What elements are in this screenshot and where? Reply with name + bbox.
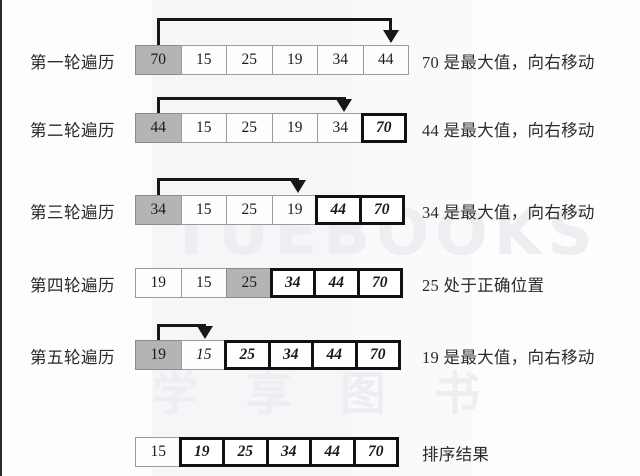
arrow-horizontal-segment [156,18,393,21]
array-cell: 25 [226,195,273,225]
arrow-descent-segment [389,18,393,30]
array-cell: 19 [135,340,182,370]
arrow-horizontal-segment [156,97,346,100]
pass-row-note: 44 是最大值，向右移动 [422,121,595,140]
array-cell: 34 [267,340,314,370]
array-cell: 19 [271,45,318,75]
array-cell: 70 [360,113,407,143]
pass-row-note: 70 是最大值，向右移动 [422,53,595,72]
array-cell: 15 [180,268,227,298]
arrowhead-icon [196,326,213,339]
array-cell: 44 [311,340,358,370]
array-cell: 34 [135,195,182,225]
arrowhead-icon [336,99,353,112]
pass-row-label: 第三轮遍历 [30,203,115,222]
array-cell: 70 [356,268,403,298]
array-cell: 25 [226,268,273,298]
array-cell: 70 [358,195,405,225]
array-cell: 34 [269,268,316,298]
arrowhead-icon [289,180,306,193]
arrowhead-icon [382,30,399,43]
array-cell: 70 [135,45,182,75]
array-cell: 44 [135,113,182,143]
array-cell: 25 [226,113,273,143]
array-cell: 25 [222,437,269,467]
pass-row-note: 排序结果 [422,445,490,464]
array-cell: 19 [178,437,225,467]
array-cell: 15 [180,340,227,370]
arrow-tail-segment [156,97,160,113]
array-cell: 25 [224,340,271,370]
arrow-tail-segment [156,324,160,340]
array-cell: 44 [313,268,360,298]
array-cell: 44 [315,195,362,225]
array-cell: 44 [309,437,356,467]
pass-row-label: 第五轮遍历 [30,348,115,367]
array-cell: 15 [180,195,227,225]
array-cell: 19 [271,195,318,225]
pass-row-note: 34 是最大值，向右移动 [422,203,595,222]
array-cell: 15 [180,45,227,75]
array-cell: 34 [265,437,312,467]
array-cell: 15 [135,437,182,467]
arrow-tail-segment [156,178,160,195]
array-cell: 70 [352,437,399,467]
arrow-horizontal-segment [156,178,300,181]
pass-row-label: 第四轮遍历 [30,276,115,295]
array-cell: 15 [180,113,227,143]
pass-row-label: 第一轮遍历 [30,53,115,72]
arrow-tail-segment [156,18,160,45]
pass-row-note: 25 处于正确位置 [422,276,545,295]
array-cell: 19 [135,268,182,298]
pass-row-note: 19 是最大值，向右移动 [422,348,595,367]
array-cell: 19 [271,113,318,143]
array-cell: 34 [317,45,364,75]
array-cell: 44 [362,45,409,75]
array-cell: 34 [317,113,364,143]
array-cell: 25 [226,45,273,75]
pass-row-label: 第二轮遍历 [30,121,115,140]
array-cell: 70 [354,340,401,370]
